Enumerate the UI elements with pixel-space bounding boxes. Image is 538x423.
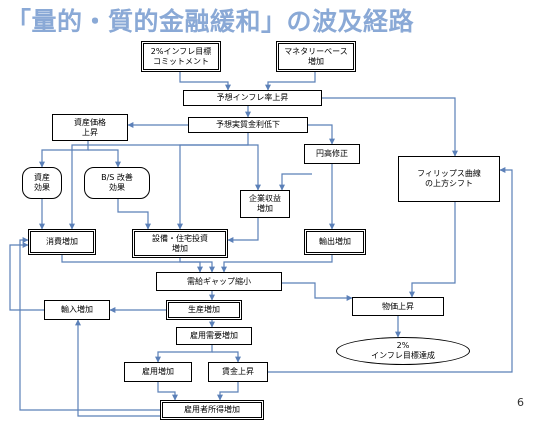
node-asset-effect: 資産 効果 — [22, 167, 62, 199]
node-labor-demand-increase: 雇用需要増加 — [176, 327, 252, 345]
arrow-phillips-to-price — [409, 202, 456, 298]
arrow-realrate-to-earnings — [248, 144, 261, 191]
arrow-labor-to-wage — [212, 351, 241, 363]
arrow-asset-to-bseffect — [88, 149, 121, 168]
arrow-commitment-to-expectation — [179, 72, 231, 91]
arrow-exports-to-gap — [221, 255, 333, 273]
arrow-bseffect-to-capex — [117, 199, 151, 230]
node-bs-effect: B/S 改善 効果 — [84, 167, 150, 199]
node-imports-increase: 輸入増加 — [44, 300, 110, 320]
node-asset-price-rise: 資産価格 上昇 — [52, 114, 128, 141]
arrow-income-to-imports — [75, 319, 160, 417]
node-phillips-shift: フィリップス曲線 の上方シフト — [398, 156, 500, 202]
node-inflation-target-achieved: 2% インフレ目標達成 — [336, 337, 470, 365]
page-number: 6 — [517, 396, 524, 409]
node-inflation-target-commitment: 2%インフレ目標 コミットメント — [141, 41, 221, 72]
page-title: 「量的・質的金融緩和」の波及経路 — [6, 7, 415, 36]
arrow-gap-to-price — [282, 282, 353, 301]
node-consumption-increase: 消費増加 — [28, 229, 96, 255]
arrow-yen-to-earnings — [279, 173, 312, 191]
node-price-rise: 物価上昇 — [352, 297, 444, 316]
node-capex-increase: 設備・住宅投資 増加 — [132, 229, 228, 258]
node-expected-real-rate-fall: 予想実質金利低下 — [188, 117, 308, 133]
arrow-imports-loop — [9, 242, 44, 311]
node-production-increase: 生産増加 — [166, 300, 242, 320]
arrow-consumption-to-gap — [61, 255, 203, 273]
node-exports-increase: 輸出増加 — [304, 229, 366, 255]
arrow-income-loop — [19, 237, 160, 411]
arrow-wage-to-income — [217, 382, 239, 401]
node-output-gap-narrowing: 需給ギャップ縮小 — [156, 272, 282, 291]
arrow-capex-to-gap — [179, 258, 215, 273]
node-employee-income-increase: 雇用者所得増加 — [160, 400, 264, 420]
arrow-employment-to-income — [157, 382, 178, 401]
node-yen-depreciation: 円高修正 — [304, 144, 360, 164]
node-monetary-base-increase: マネタリーベース 増加 — [276, 41, 356, 72]
node-expected-inflation-rise: 予想インフレ率上昇 — [183, 90, 322, 106]
node-corporate-earnings: 企業収益 増加 — [240, 190, 290, 218]
arrow-labor-to-employment — [155, 345, 213, 363]
arrow-realrate-to-capex — [177, 133, 249, 230]
node-wage-rise: 賃金上昇 — [208, 362, 268, 382]
arrow-expectation-to-phillips — [322, 97, 458, 157]
arrow-realrate-to-yen — [308, 124, 335, 145]
arrow-earnings-to-capex — [227, 218, 259, 243]
arrow-wage-to-phillips — [268, 167, 513, 373]
node-employment-increase: 雇用増加 — [124, 362, 192, 382]
arrow-realrate-to-consumption — [69, 144, 248, 230]
arrow-base-to-expectation — [265, 72, 316, 91]
